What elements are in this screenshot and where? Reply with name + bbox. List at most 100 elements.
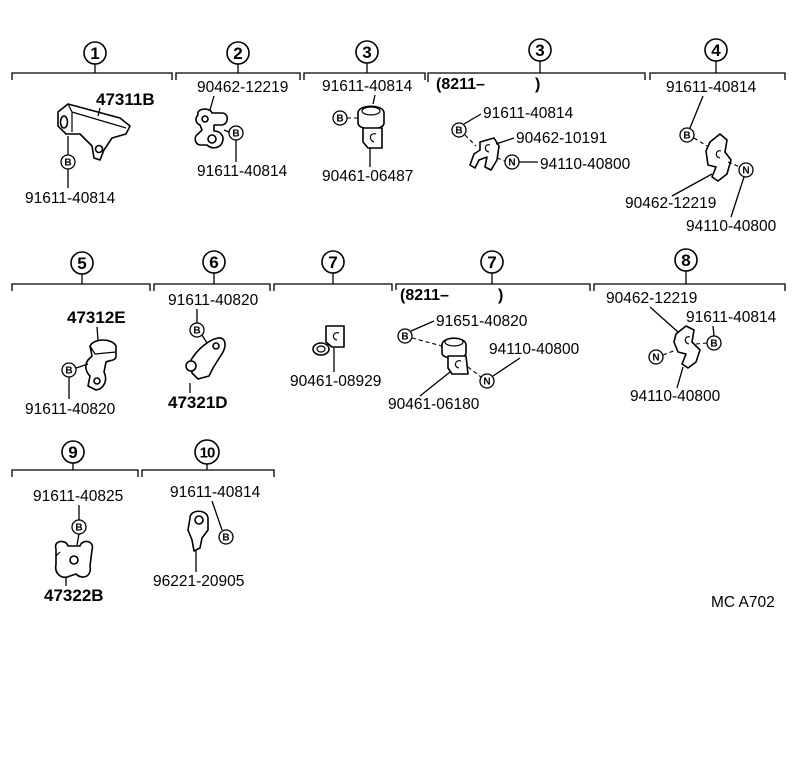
section-3a: 3 B 91611-40814 90461-06487 — [303, 40, 426, 185]
part-drawing-bracket — [187, 510, 209, 552]
section-4: 4 B N 91611-40814 90462-12219 94110-4080… — [625, 38, 786, 235]
part-number: 91611-40814 — [197, 163, 288, 180]
part-drawing-clamp — [194, 108, 229, 149]
section-bracket — [593, 271, 786, 291]
part-mark — [484, 144, 491, 153]
marker-b-label: B — [64, 158, 71, 169]
section-number: 8 — [681, 251, 690, 270]
section-number: 3 — [535, 41, 544, 60]
section-number: 7 — [328, 253, 337, 272]
section-number: 5 — [77, 254, 86, 273]
section-3b: 3 (8211– ) B N 91611-40814 90462-10191 9… — [427, 38, 646, 173]
section-5: 5 B 47312E 91611-40820 — [11, 251, 151, 418]
part-hole — [201, 115, 209, 123]
serial-note-close: ) — [498, 287, 503, 304]
marker-b — [679, 127, 695, 143]
part-number: 91611-40820 — [25, 401, 116, 418]
part-outline — [190, 337, 226, 380]
section-number: 9 — [68, 443, 77, 462]
part-drawing-block — [54, 540, 94, 579]
part-drawing-bracket — [85, 339, 117, 391]
part-number: 90461-08929 — [290, 373, 381, 390]
marker-n — [504, 154, 520, 170]
part-drawing-bracket — [57, 103, 131, 161]
part-number: 90462-12219 — [625, 195, 716, 212]
part-mark — [684, 336, 691, 345]
marker-b — [332, 110, 348, 126]
part-hole — [212, 342, 220, 350]
part-number: 90461-06487 — [322, 168, 413, 185]
marker-n — [738, 162, 754, 178]
part-number: 90461-06180 — [388, 396, 480, 413]
marker-b-label: B — [222, 533, 229, 544]
marker-n-label: N — [483, 377, 490, 388]
part-number: 47321D — [168, 393, 228, 412]
part-mark — [715, 150, 722, 159]
part-drawing-clamp — [357, 105, 385, 149]
section-bracket — [11, 274, 151, 291]
part-number: 91651-40820 — [436, 313, 528, 330]
section-bracket — [153, 273, 271, 291]
marker-b — [228, 125, 244, 141]
part-hole — [69, 555, 79, 565]
leader-lines — [463, 113, 538, 163]
part-plate — [447, 355, 469, 375]
marker-b-label: B — [65, 366, 72, 377]
section-7b: 7 (8211– ) B N 91651-40820 94110-40800 9… — [388, 250, 591, 413]
marker-b-label: B — [232, 129, 239, 140]
part-hole — [93, 377, 101, 385]
section-number: 4 — [711, 41, 721, 60]
part-number: 47312E — [67, 308, 126, 327]
part-mark — [332, 332, 340, 341]
section-bracket — [427, 61, 646, 82]
part-number: 91611-40820 — [168, 292, 259, 309]
part-ring-opening — [316, 345, 326, 353]
section-8: 8 B N 90462-12219 91611-40814 94110-4080… — [593, 248, 786, 405]
part-number: 94110-40800 — [686, 218, 777, 235]
leader-lines — [68, 326, 99, 399]
section-bracket — [11, 463, 139, 477]
marker-n-label: N — [742, 166, 749, 177]
part-edge — [55, 551, 61, 557]
part-slot — [59, 115, 69, 129]
part-plate — [325, 325, 345, 348]
section-7a: 7 90461-08929 — [273, 250, 393, 390]
part-outline — [57, 103, 131, 161]
marker-b — [451, 122, 467, 138]
part-number: 90462-12219 — [197, 79, 288, 96]
part-drawing-clamp — [312, 325, 345, 356]
part-number: 96221-20905 — [153, 573, 244, 590]
section-6: 6 B 91611-40820 47321D — [153, 250, 271, 412]
marker-n — [479, 373, 495, 389]
marker-b-label: B — [710, 339, 717, 350]
part-number: 91611-40814 — [25, 190, 116, 207]
section-number: 6 — [209, 253, 218, 272]
marker-b-label: B — [336, 114, 343, 125]
marker-b-label: B — [683, 131, 690, 142]
part-hole — [207, 134, 217, 144]
part-mark — [369, 133, 377, 143]
part-number: 91611-40825 — [33, 488, 123, 505]
marker-n-label: N — [508, 158, 515, 169]
part-drawing-clamp — [673, 325, 701, 369]
part-ring-opening — [361, 106, 381, 116]
marker-b — [218, 529, 234, 545]
dashed-leader — [693, 137, 741, 168]
marker-n — [648, 349, 664, 365]
part-ring-opening — [444, 337, 464, 347]
section-number: 7 — [487, 253, 496, 272]
part-ring — [312, 342, 330, 356]
leader-lines — [209, 95, 237, 162]
leader-lines — [189, 309, 208, 393]
part-number: 90462-12219 — [606, 290, 697, 307]
drawing-code: MC A702 — [711, 594, 775, 611]
marker-b-label: B — [75, 523, 82, 534]
section-number: 2 — [233, 44, 242, 63]
serial-note-open: (8211– — [400, 287, 449, 304]
leader-lines — [67, 107, 101, 188]
part-number: 91611-40814 — [170, 484, 261, 501]
part-plate — [362, 127, 383, 149]
marker-b — [61, 362, 77, 378]
section-bracket — [273, 273, 393, 291]
